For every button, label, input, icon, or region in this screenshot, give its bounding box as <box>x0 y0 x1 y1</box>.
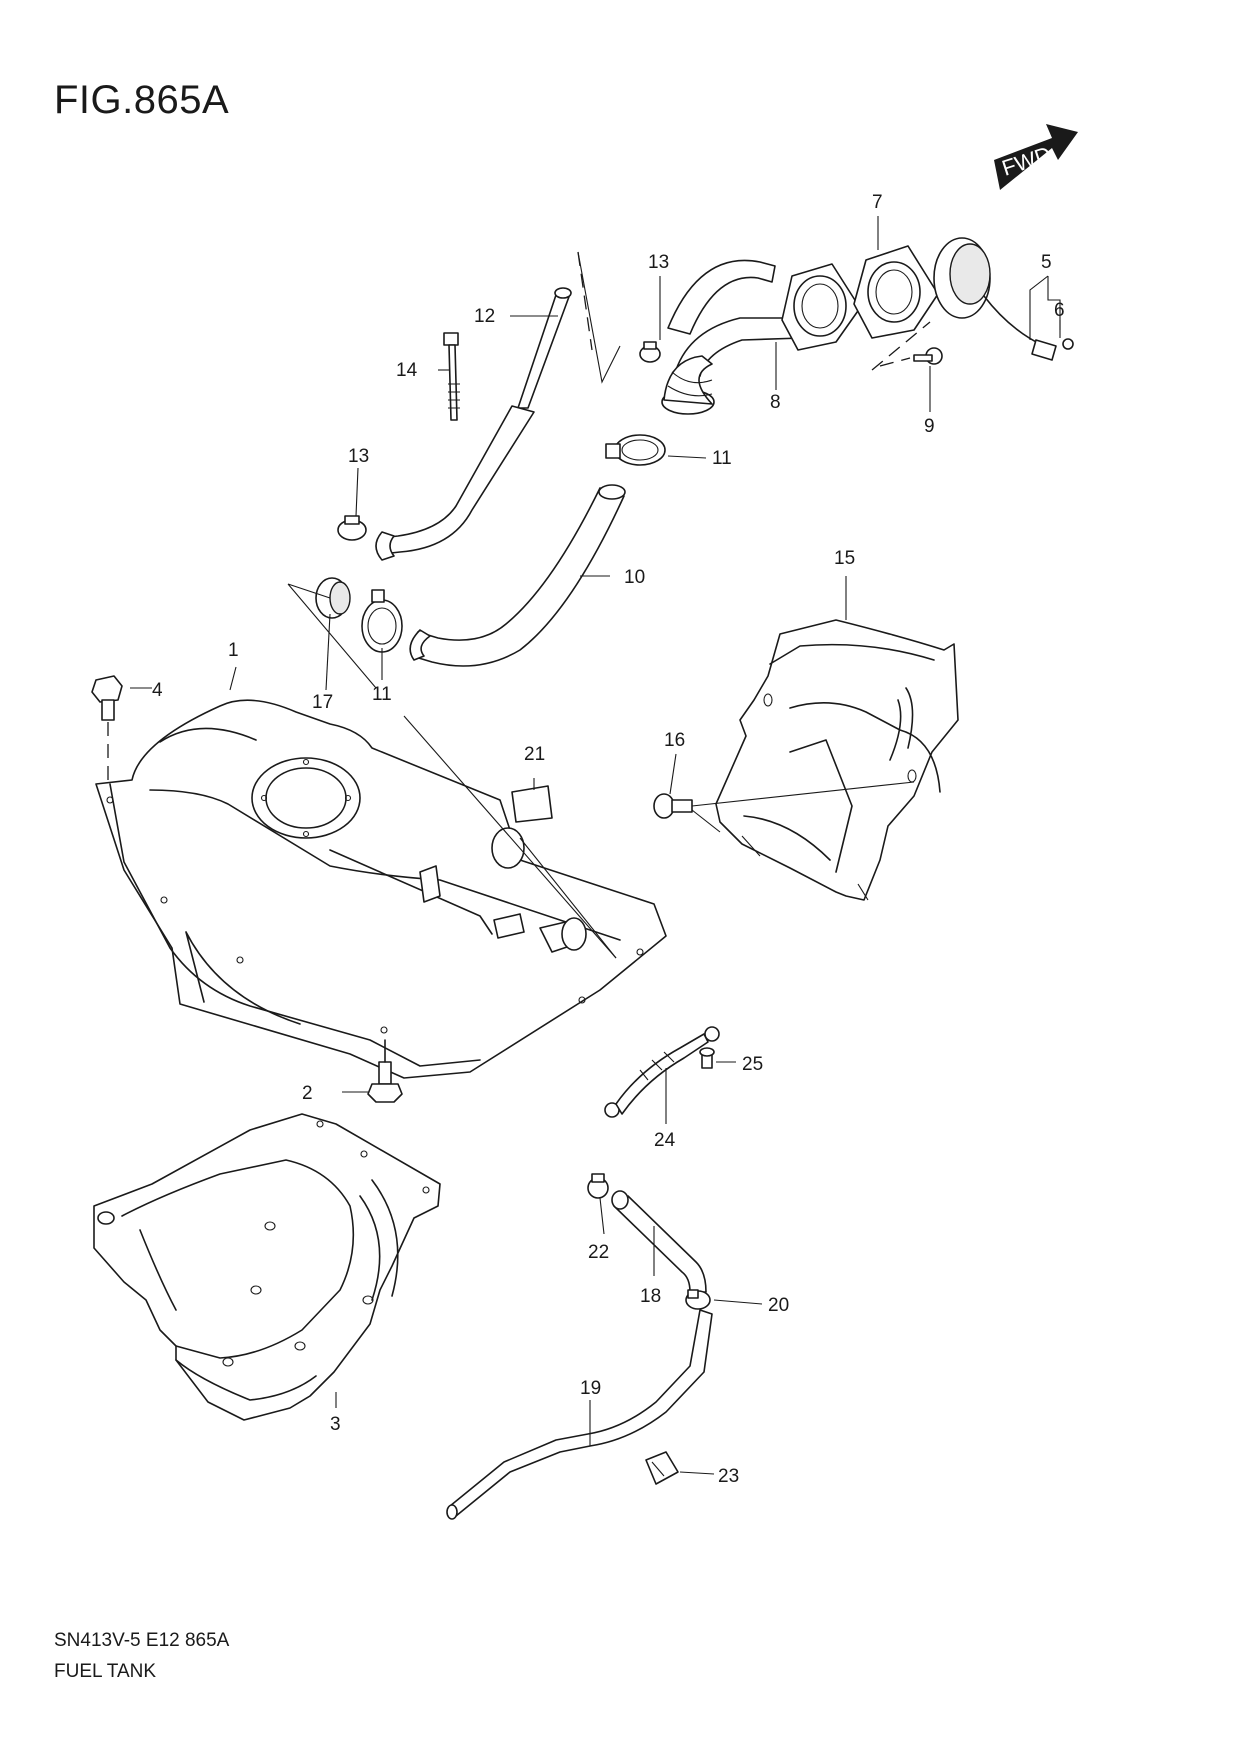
callout-11-lower: 11 <box>372 684 392 705</box>
part-2-bolt <box>367 1039 403 1103</box>
part-18-short-hose <box>611 1190 707 1293</box>
part-20-clamp <box>685 1289 711 1310</box>
callout-21: 21 <box>524 744 545 765</box>
figure-title: FIG.865A <box>54 78 230 122</box>
part-12-breather-hose <box>375 287 572 561</box>
callout-5: 5 <box>1041 252 1052 273</box>
callout-23: 23 <box>718 1466 739 1487</box>
part-14-clip <box>443 332 460 421</box>
part-23-clip <box>645 1451 679 1485</box>
callout-6: 6 <box>1054 300 1065 321</box>
diagram-name: FUEL TANK <box>54 1661 157 1682</box>
callout-numbers: 1 2 3 4 5 6 7 8 9 10 11 11 12 13 13 14 1… <box>152 192 1065 1487</box>
fwd-arrow-badge: FWD <box>994 124 1078 190</box>
callout-7: 7 <box>872 192 883 213</box>
callout-3: 3 <box>330 1414 341 1435</box>
part-16-fastener <box>653 781 915 833</box>
callout-18: 18 <box>640 1286 661 1307</box>
callout-22: 22 <box>588 1242 609 1263</box>
part-11-clamp-upper <box>605 434 666 466</box>
part-15-heat-shield <box>715 619 959 901</box>
callout-9: 9 <box>924 416 935 437</box>
part-13-clamp-upper <box>639 341 661 363</box>
part-24-ground-strap <box>604 1026 720 1118</box>
part-22-clamp <box>587 1173 609 1199</box>
callout-25: 25 <box>742 1054 763 1075</box>
callout-1: 1 <box>228 640 239 661</box>
part-4-bolt <box>91 675 123 786</box>
callout-11-upper: 11 <box>712 448 732 469</box>
callout-19: 19 <box>580 1378 601 1399</box>
part-3-lower-shield <box>93 1113 441 1421</box>
part-11-clamp-lower <box>361 589 403 653</box>
fwd-label: FWD <box>999 141 1054 180</box>
callout-20: 20 <box>768 1295 789 1316</box>
callout-24: 24 <box>654 1130 676 1151</box>
part-10-fuel-hose <box>409 484 626 667</box>
callout-leaders <box>130 216 1061 1475</box>
callout-12: 12 <box>474 306 495 327</box>
diagram-code: SN413V-5 E12 865A <box>54 1630 230 1651</box>
part-21-label-plate <box>511 785 553 823</box>
callout-14: 14 <box>396 360 418 381</box>
callout-10: 10 <box>624 567 645 588</box>
callout-17: 17 <box>312 692 333 713</box>
callout-16: 16 <box>664 730 685 751</box>
callout-13-lower: 13 <box>348 446 369 467</box>
callout-13-upper: 13 <box>648 252 669 273</box>
callout-4: 4 <box>152 680 163 701</box>
part-5-fuel-cap <box>933 237 1074 361</box>
part-9-screw <box>879 347 943 367</box>
callout-15: 15 <box>834 548 855 569</box>
callout-8: 8 <box>770 392 781 413</box>
part-13-clamp-lower <box>337 515 367 541</box>
part-8-filler-neck <box>661 259 803 415</box>
part-19-long-pipe <box>446 1309 713 1520</box>
part-17-grommet <box>315 577 351 619</box>
part-7-gasket-plate <box>781 245 939 371</box>
part-25-bolt <box>699 1047 715 1069</box>
callout-2: 2 <box>302 1083 313 1104</box>
part-1-fuel-tank <box>95 699 667 1079</box>
